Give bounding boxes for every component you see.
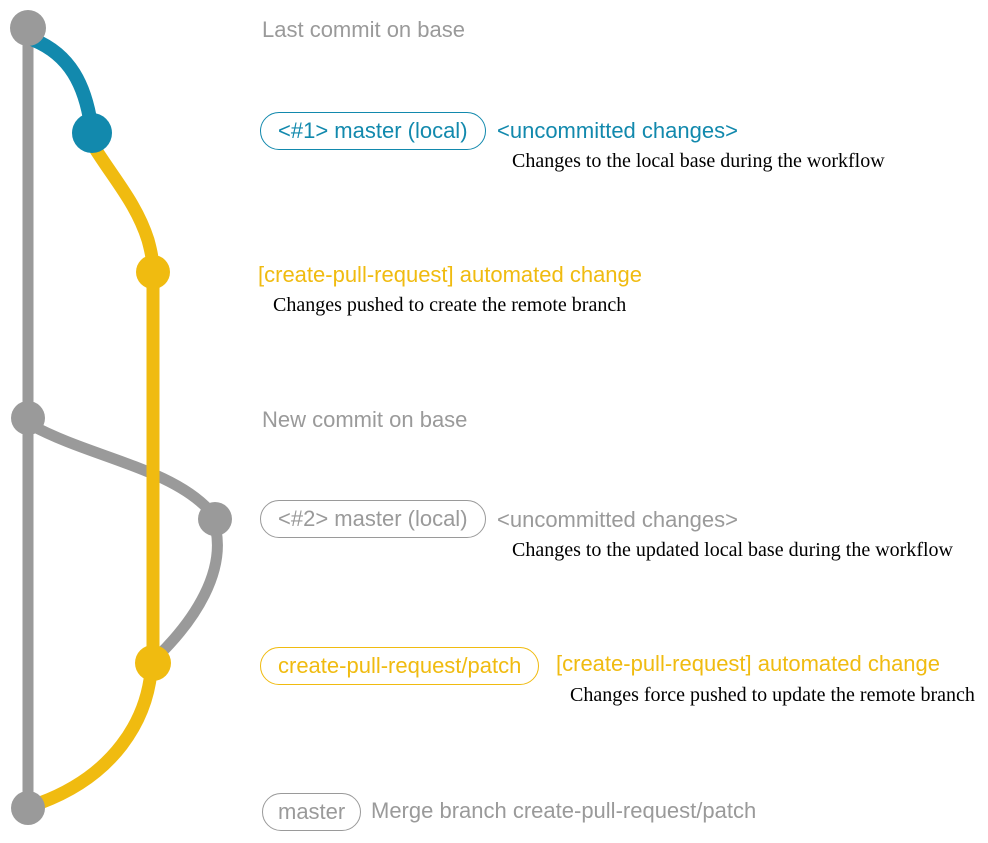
patch-branch-chip-label: create-pull-request/patch	[278, 653, 522, 678]
commit-graph	[10, 10, 232, 825]
local1-to-patch-edge	[89, 143, 160, 279]
automated2-title: [create-pull-request] automated change	[556, 651, 941, 676]
commit-dot-automated1	[136, 255, 170, 289]
patch-merge-edge	[33, 665, 158, 810]
commit-dot-local2	[198, 502, 232, 536]
base-to-local2-edge	[25, 419, 215, 516]
commit-dot-local1	[72, 113, 112, 153]
automated1-desc: Changes pushed to create the remote bran…	[273, 294, 627, 316]
branch2-chip: <#2> master (local)	[260, 500, 486, 538]
branch2-chip-label: <#2> master (local)	[278, 506, 468, 531]
merge-label: Merge branch create-pull-request/patch	[371, 798, 757, 823]
branch1-chip-label: <#1> master (local)	[278, 118, 468, 143]
base-to-local1-edge	[27, 33, 98, 132]
branch2-title: <uncommitted changes>	[497, 507, 738, 532]
commit-dot-last-base	[10, 10, 46, 46]
commit-dot-new-base	[11, 401, 45, 435]
automated1-title: [create-pull-request] automated change	[258, 262, 643, 287]
local2-to-patch-edge	[151, 524, 223, 663]
branch1-title: <uncommitted changes>	[497, 118, 738, 143]
last-commit-label: Last commit on base	[262, 17, 465, 42]
master-chip-label: master	[278, 799, 346, 824]
automated2-desc: Changes force pushed to update the remot…	[570, 684, 975, 706]
master-chip: master	[262, 793, 362, 831]
branch1-desc: Changes to the local base during the wor…	[512, 150, 885, 172]
patch-branch-chip: create-pull-request/patch	[260, 647, 540, 685]
new-commit-label: New commit on base	[262, 407, 468, 432]
commit-dot-merge	[11, 791, 45, 825]
commit-dot-automated2	[135, 645, 171, 681]
branch2-desc: Changes to the updated local base during…	[512, 539, 953, 561]
branch1-chip: <#1> master (local)	[260, 112, 486, 150]
